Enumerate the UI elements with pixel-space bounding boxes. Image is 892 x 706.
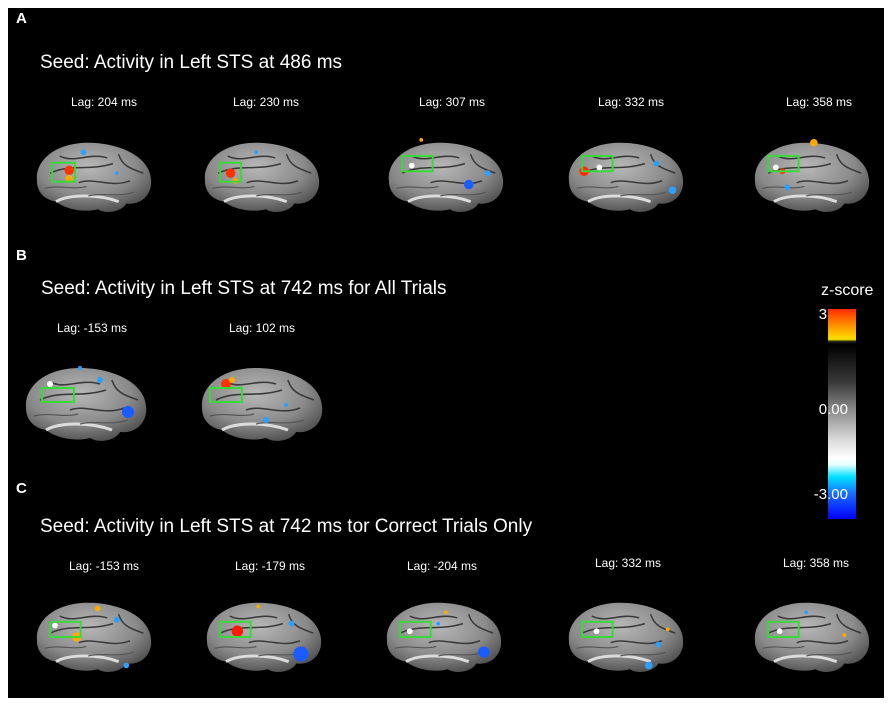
lag-label-c3: Lag: -204 ms xyxy=(406,559,478,573)
activation-blob xyxy=(776,628,783,635)
activation-blob xyxy=(665,627,670,632)
roi-box xyxy=(209,387,243,403)
activation-blob xyxy=(773,164,779,171)
colorbar-title: z-score xyxy=(821,282,874,299)
activation-blob xyxy=(263,417,269,423)
colorbar-min-label: -3.00 xyxy=(813,486,848,503)
roi-box xyxy=(581,155,614,173)
roi-box xyxy=(399,620,432,638)
activation-blob xyxy=(644,661,653,670)
activation-blob xyxy=(80,149,87,156)
brain-image xyxy=(568,602,684,672)
activation-blob xyxy=(254,150,259,155)
lag-label-a5: Lag: 358 ms xyxy=(785,95,853,109)
activation-blob xyxy=(229,377,235,383)
roi-box xyxy=(51,161,76,183)
activation-blob xyxy=(288,620,295,627)
roi-box xyxy=(41,387,75,403)
panel-letter-b: B xyxy=(16,247,27,264)
activation-blob xyxy=(284,403,288,407)
activation-blob xyxy=(123,662,130,669)
figure-panel: A Seed: Activity in Left STS at 486 ms L… xyxy=(8,8,884,698)
activation-blob xyxy=(419,138,424,142)
panel-c-title: Seed: Activity in Left STS at 742 ms tor… xyxy=(40,516,533,537)
activation-blob xyxy=(464,179,474,190)
activation-blob xyxy=(122,406,134,418)
activation-blob xyxy=(443,610,448,615)
activation-blob xyxy=(225,168,236,178)
activation-blob xyxy=(436,621,441,626)
roi-box xyxy=(49,620,82,638)
brain-image xyxy=(568,142,684,212)
lag-label-c2: Lag: -179 ms xyxy=(234,559,306,573)
roi-box xyxy=(581,620,614,638)
activation-blob xyxy=(842,633,847,637)
activation-blob xyxy=(114,171,119,176)
brain-image xyxy=(388,138,504,212)
panel-a-title: Seed: Activity in Left STS at 486 ms xyxy=(40,52,343,73)
activation-blob xyxy=(810,138,818,147)
colorbar-mid-label: 0.00 xyxy=(818,401,848,418)
brain-image xyxy=(36,142,152,212)
activation-blob xyxy=(293,646,309,662)
activation-blob xyxy=(784,184,791,191)
brain-image xyxy=(204,142,320,212)
panel-b-title: Seed: Activity in Left STS at 742 ms for… xyxy=(41,278,447,299)
activation-blob xyxy=(97,377,103,383)
lag-label-a1: Lag: 204 ms xyxy=(70,95,138,109)
lag-label-a2: Lag: 230 ms xyxy=(232,95,300,109)
brain-image xyxy=(754,138,870,212)
activation-blob xyxy=(78,366,82,370)
lag-label-b1: Lag: -153 ms xyxy=(56,321,128,335)
lag-label-c1: Lag: -153 ms xyxy=(68,559,140,573)
activation-blob xyxy=(596,164,603,171)
panel-letter-c: C xyxy=(16,480,27,497)
roi-box xyxy=(401,155,434,173)
activation-blob xyxy=(256,604,261,609)
activation-blob xyxy=(655,641,662,648)
brain-image xyxy=(754,602,870,672)
activation-blob xyxy=(478,646,490,658)
activation-blob xyxy=(231,625,244,637)
roi-box xyxy=(767,155,800,173)
activation-blob xyxy=(221,379,231,389)
lag-label-c5: Lag: 358 ms xyxy=(782,556,850,570)
activation-blob xyxy=(653,160,660,167)
panel-letter-a: A xyxy=(16,10,27,27)
roi-box xyxy=(219,620,252,638)
activation-blob xyxy=(406,628,413,635)
activation-blob xyxy=(668,186,677,195)
activation-blob xyxy=(408,162,415,169)
brain-image xyxy=(36,602,152,672)
brain-image xyxy=(25,366,147,441)
activation-blob xyxy=(64,165,74,176)
activation-blob xyxy=(593,628,600,635)
activation-blob xyxy=(52,622,58,629)
lag-label-a4: Lag: 332 ms xyxy=(597,95,665,109)
activation-blob xyxy=(47,381,53,387)
brain-image xyxy=(206,602,322,672)
lag-label-b2: Lag: 102 ms xyxy=(228,321,296,335)
roi-box xyxy=(767,620,800,638)
activation-blob xyxy=(113,617,120,623)
lag-label-c4: Lag: 332 ms xyxy=(594,556,662,570)
activation-blob xyxy=(94,605,101,612)
brain-image xyxy=(201,368,323,441)
activation-blob xyxy=(484,170,491,176)
colorbar xyxy=(828,309,856,519)
activation-blob xyxy=(804,610,809,615)
brain-image xyxy=(386,602,502,672)
roi-box xyxy=(219,161,242,183)
lag-label-a3: Lag: 307 ms xyxy=(418,95,486,109)
